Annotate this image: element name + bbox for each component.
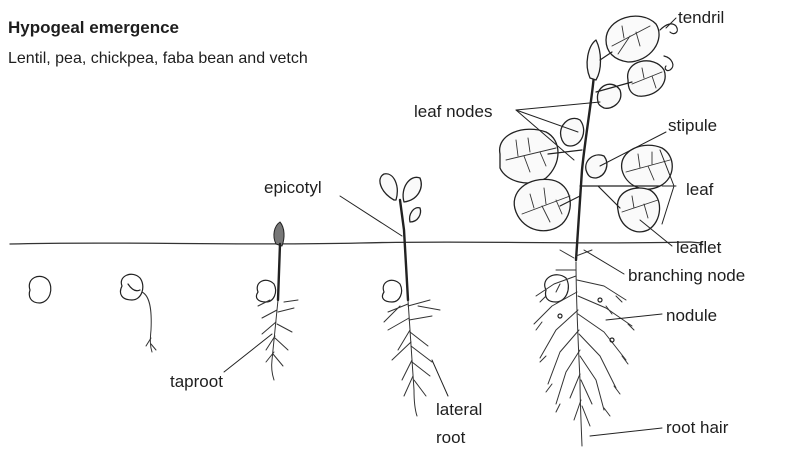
leader-nodule: [606, 314, 662, 320]
stage-4-taproot: [408, 300, 417, 416]
label-leaflet: leaflet: [676, 238, 721, 258]
leader-tendril: [666, 18, 676, 28]
soil-surface-line: [10, 242, 702, 244]
stage-1-seed: [29, 276, 51, 303]
seed-2: [120, 274, 142, 300]
label-nodule: nodule: [666, 306, 717, 326]
leader-leaf-nodes-2: [516, 102, 600, 110]
stage-5-apex-bud: [587, 40, 600, 80]
stage-4-leaf-left: [380, 174, 397, 200]
stage-5-mature-plant: [500, 16, 678, 446]
stage-3-shoot-tip: [274, 222, 284, 246]
stage-5-mid-leaflet-small: [561, 118, 584, 146]
seed-4: [382, 280, 401, 302]
stage-5-stipule: [586, 155, 607, 178]
radicle-2: [142, 292, 152, 352]
stage-4-young-plant: [380, 174, 440, 416]
diagram-title: Hypogeal emergence: [8, 18, 179, 38]
label-lateral-root-line1: lateral: [436, 396, 482, 424]
label-taproot: taproot: [170, 372, 223, 392]
stage-5-left-leaflet-1: [500, 129, 558, 183]
stage-5-right-leaflet-1: [622, 145, 673, 189]
label-epicotyl: epicotyl: [264, 178, 322, 198]
stage-3-seedling: [256, 222, 298, 380]
seed-3: [256, 280, 275, 302]
stage-5-laterals: [534, 276, 632, 426]
label-root-hair: root hair: [666, 418, 728, 438]
stage-5-right-leaflet-2: [617, 188, 659, 232]
label-tendril: tendril: [678, 8, 724, 28]
leader-epicotyl: [340, 196, 402, 236]
stage-2-germination: [120, 274, 156, 352]
stage-5-lateral-hairs: [536, 284, 634, 416]
diagram-subtitle: Lentil, pea, chickpea, faba bean and vet…: [8, 50, 308, 68]
stage-5-basal-branch: [556, 250, 592, 270]
label-leaf: leaf: [686, 180, 713, 200]
leader-lateral-root: [432, 360, 448, 396]
stage-4-leaf-small: [410, 208, 421, 222]
stage-3-stem: [278, 244, 280, 300]
label-stipule: stipule: [668, 116, 717, 136]
label-branching-node: branching node: [628, 266, 745, 286]
label-lateral-root: lateral root: [436, 396, 482, 452]
label-leaf-nodes: leaf nodes: [414, 102, 492, 122]
seed-1: [29, 276, 51, 303]
stage-5-main-stem: [576, 50, 596, 260]
stage-5-nodule-1: [598, 298, 602, 302]
stage-5-nodule-2: [558, 314, 562, 318]
stage-5-tendril-2: [664, 56, 673, 71]
stage-4-stem: [400, 200, 408, 300]
leader-root-hair: [590, 428, 662, 436]
leader-taproot: [224, 334, 272, 372]
leader-branching-node: [584, 250, 624, 274]
stage-3-laterals: [258, 300, 298, 366]
stage-4-laterals: [384, 300, 440, 396]
label-lateral-root-line2: root: [436, 424, 482, 452]
stage-4-leaf-right: [403, 177, 421, 202]
stage-5-top-leaflet-1: [606, 16, 659, 62]
seed-2-fold: [128, 284, 140, 291]
